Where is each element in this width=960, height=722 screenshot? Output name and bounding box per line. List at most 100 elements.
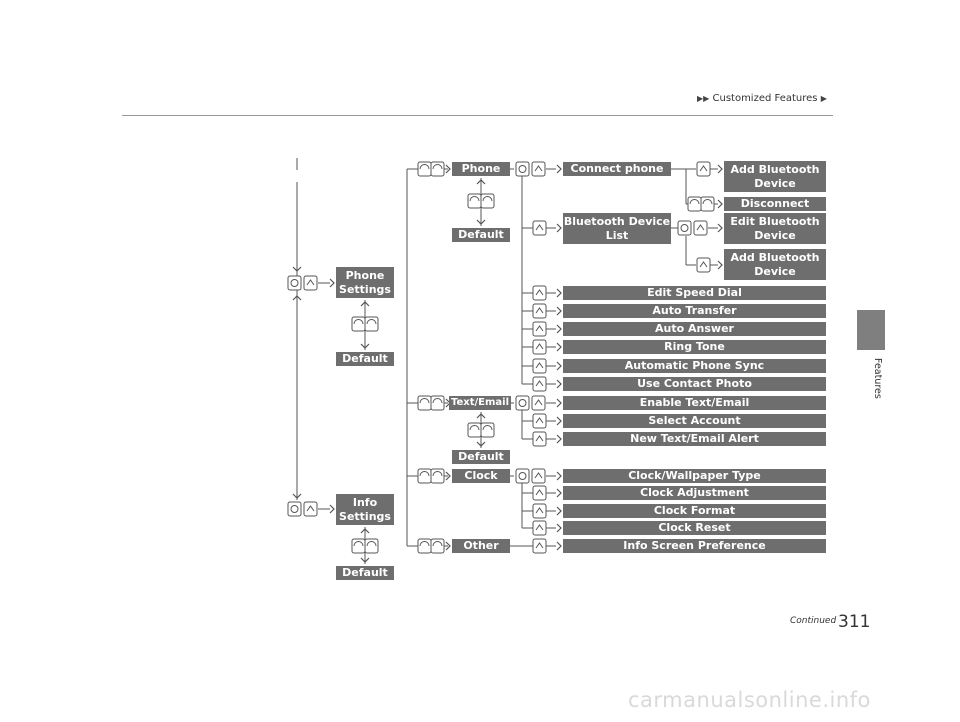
header-breadcrumb: ▶▶ Customized Features ▶: [697, 93, 827, 104]
auto-answer-box: Auto Answer: [563, 322, 826, 336]
connect-phone-box: Connect phone: [563, 162, 671, 176]
edit-bluetooth-box: Edit Bluetooth Device: [724, 213, 826, 244]
bluetooth-device-list-box: Bluetooth Device List: [563, 213, 671, 244]
rotate-knob-icon: [432, 398, 443, 404]
press-button-icon: [532, 358, 547, 374]
rotate-knob-icon: [419, 164, 430, 170]
select-account-box: Select Account: [563, 414, 826, 428]
arrow-right-icon: [556, 324, 562, 334]
press-button-icon: [535, 489, 544, 496]
press-button-icon: [532, 321, 547, 337]
press-button-icon: [699, 165, 708, 172]
arrow-up-icon: [476, 179, 486, 185]
rotate-knob-icon: [432, 541, 443, 547]
press-button-icon: [535, 325, 544, 332]
arrow-right-icon: [717, 260, 723, 270]
selector-knob-icon: [290, 279, 299, 287]
arrow-down-icon: [360, 557, 370, 563]
press-button-icon: [693, 220, 708, 236]
rotate-knob-icon: [366, 319, 377, 325]
selector-knob-icon: [287, 275, 302, 291]
other-box: Other: [452, 539, 510, 553]
selector-knob-icon: [518, 399, 527, 407]
arrow-down-icon: [292, 266, 302, 272]
press-button-icon: [535, 289, 544, 296]
press-button-icon: [532, 503, 547, 519]
rotate-knob-icon: [702, 199, 713, 205]
phone-settings-box: Phone Settings: [336, 267, 394, 298]
selector-knob-icon: [677, 220, 692, 236]
text-email-box: Text/Email: [449, 396, 511, 410]
new-text-email-alert-box: New Text/Email Alert: [563, 432, 826, 446]
rotate-knob-icon: [482, 196, 493, 202]
press-button-icon: [532, 538, 547, 554]
selector-knob-icon: [680, 224, 689, 232]
text-email-default: Default: [452, 450, 510, 464]
rotate-knob-icon: [366, 541, 377, 547]
clock-reset-box: Clock Reset: [563, 521, 826, 535]
arrow-up-icon: [360, 301, 370, 307]
arrow-right-icon: [556, 434, 562, 444]
arrow-right-icon: [556, 223, 562, 233]
press-button-icon: [696, 257, 711, 273]
rotate-knob-icon: [469, 196, 480, 202]
press-button-icon: [534, 165, 543, 172]
watermark: carmanualsonline.info: [628, 688, 871, 712]
arrow-right-icon: [556, 288, 562, 298]
clock-adjustment-box: Clock Adjustment: [563, 486, 826, 500]
press-button-icon: [534, 399, 543, 406]
clock-box: Clock: [452, 469, 510, 483]
arrow-right-icon: [556, 342, 562, 352]
section-tab-label: Features: [872, 358, 883, 399]
press-button-icon: [535, 542, 544, 549]
press-button-icon: [535, 417, 544, 424]
press-button-icon: [532, 376, 547, 392]
selector-knob-icon: [518, 472, 527, 480]
press-button-icon: [306, 505, 315, 512]
arrow-right-icon: [556, 306, 562, 316]
arrow-down-icon: [292, 493, 302, 499]
use-contact-photo-box: Use Contact Photo: [563, 377, 826, 391]
arrow-right-icon: [556, 361, 562, 371]
press-button-icon: [303, 275, 318, 291]
info-settings-default: Default: [336, 566, 394, 580]
breadcrumb-arrow-icon: ▶: [820, 94, 827, 103]
press-button-icon: [306, 279, 315, 286]
arrow-right-icon: [556, 541, 562, 551]
selector-knob-icon: [515, 161, 530, 177]
arrow-right-icon: [556, 379, 562, 389]
press-button-icon: [535, 307, 544, 314]
arrow-right-icon: [556, 416, 562, 426]
breadcrumb-section: Customized Features: [712, 93, 818, 104]
press-button-icon: [696, 161, 711, 177]
press-button-icon: [535, 380, 544, 387]
clock-format-box: Clock Format: [563, 504, 826, 518]
info-settings-box: Info Settings: [336, 494, 394, 525]
info-screen-preference-box: Info Screen Preference: [563, 539, 826, 553]
rotate-knob-icon: [432, 471, 443, 477]
arrow-right-icon: [556, 164, 562, 174]
auto-transfer-box: Auto Transfer: [563, 304, 826, 318]
phone-default: Default: [452, 228, 510, 242]
arrow-right-icon: [445, 164, 451, 174]
arrow-right-icon: [717, 164, 723, 174]
press-button-icon: [535, 507, 544, 514]
section-tab: [857, 310, 885, 350]
rotate-knob-icon: [482, 425, 493, 431]
press-button-icon: [699, 261, 708, 268]
press-button-icon: [535, 435, 544, 442]
ring-tone-box: Ring Tone: [563, 340, 826, 354]
arrow-right-icon: [556, 506, 562, 516]
breadcrumb-arrow-icon: ▶▶: [697, 94, 710, 103]
header-rule: [122, 115, 833, 116]
press-button-icon: [532, 413, 547, 429]
enable-text-email-box: Enable Text/Email: [563, 396, 826, 410]
selector-knob-icon: [515, 395, 530, 411]
rotate-knob-icon: [419, 471, 430, 477]
arrow-up-icon: [292, 295, 302, 301]
page-number: 311: [838, 612, 871, 632]
press-button-icon: [531, 395, 546, 411]
rotate-knob-icon: [353, 541, 364, 547]
press-button-icon: [535, 524, 544, 531]
press-button-icon: [696, 224, 705, 231]
